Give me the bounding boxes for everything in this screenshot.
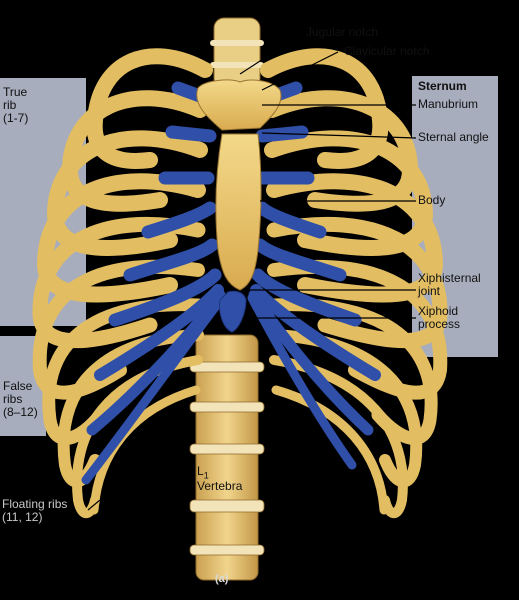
l1-subscript: 1 [203,470,209,481]
manubrium-shape [196,79,282,131]
leader-clavicular-notch [261,51,339,91]
vertebra-word-label: Vertebra [197,479,243,493]
l1-letter: L [197,464,204,478]
floating-ribs-label: Floating ribs (11, 12) [2,497,68,524]
xiphoid-process-label: Xiphoid process [418,304,461,331]
jugular-notch-label: Jugular notch [306,25,379,39]
leader-sternal-angle [261,132,417,139]
sternum-body-shape [215,133,262,291]
costal-cartilages [81,81,381,485]
leader-floating-ribs [87,499,101,511]
xiphisternal-joint-label: Xiphisternal joint [418,271,481,298]
figure-letter-label: (a) [215,573,229,585]
sternum-heading: Sternum [418,79,467,93]
sternal-angle-label: Sternal angle [418,130,489,144]
l1-vertebra-label: L1 [197,465,209,482]
clavicular-notch-label: Clavicular notch [344,44,430,58]
false-ribs-label: False ribs (8–12) [3,379,38,419]
xiphoid-shape [219,290,247,333]
leader-jugular-notch [239,33,303,75]
sternum [196,79,282,333]
leader-lines [87,33,417,511]
manubrium-label: Manubrium [418,97,479,111]
body-label: Body [418,193,446,207]
ribs-left-side [32,48,213,519]
vertebral-column [189,17,265,581]
true-rib-label: True rib (1-7) [3,85,29,125]
ribs-right-side [260,48,448,519]
